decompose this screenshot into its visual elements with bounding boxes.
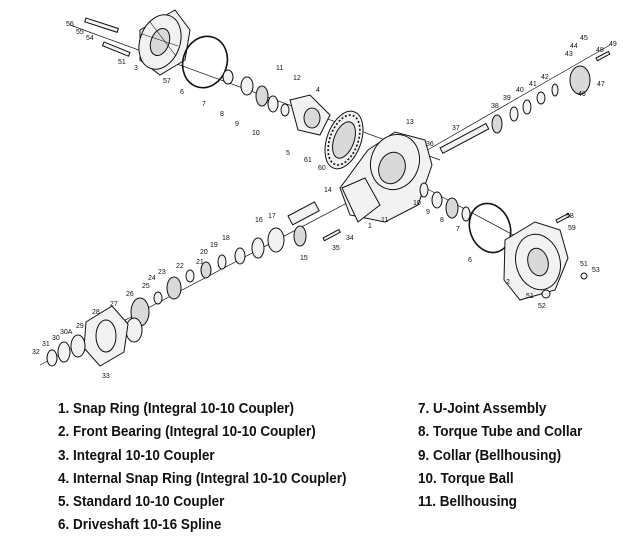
callout-18: 18 <box>222 235 230 242</box>
callout-20: 20 <box>200 249 208 256</box>
legend-item-3: 3. Integral 10-10 Coupler <box>58 447 215 464</box>
callout-11: 11 <box>381 217 388 224</box>
callout-46: 46 <box>578 91 586 98</box>
legend-item-6: 6. Driveshaft 10-16 Spline <box>58 517 222 534</box>
callout-10-right: 10 <box>413 200 421 207</box>
callout-51-lower: 51 <box>526 293 534 300</box>
callout-34: 34 <box>346 235 354 242</box>
callout-27: 27 <box>110 301 118 308</box>
callout-11-top: 11 <box>276 65 283 72</box>
callout-52: 52 <box>538 303 546 310</box>
callout-25: 25 <box>142 283 150 290</box>
callout-5: 5 <box>286 150 290 157</box>
ring-gear <box>324 110 364 170</box>
callout-35: 35 <box>332 245 340 252</box>
legend-column-left: 1. Snap Ring (Integral 10-10 Coupler) 2.… <box>58 398 368 538</box>
right-lower-components <box>419 182 512 254</box>
gear-pack <box>46 297 150 367</box>
callout-39: 39 <box>503 95 511 102</box>
callout-37: 37 <box>452 125 460 132</box>
callout-15: 15 <box>300 255 308 262</box>
callout-7: 7 <box>202 101 206 108</box>
callout-56: 56 <box>66 21 74 28</box>
legend-item-5: 5. Standard 10-10 Coupler <box>58 494 225 511</box>
callout-53: 53 <box>592 267 600 274</box>
callout-42: 42 <box>541 74 549 81</box>
callout-51: 51 <box>118 59 126 66</box>
callout-21: 21 <box>196 259 204 266</box>
right-upper-shaft <box>439 50 611 154</box>
top-left-end-housing <box>84 9 191 76</box>
callout-51-right: 51 <box>580 261 588 268</box>
callout-12: 12 <box>293 75 301 82</box>
legend-item-2: 2. Front Bearing (Integral 10-10 Coupler… <box>58 424 316 441</box>
callout-49: 49 <box>609 41 617 48</box>
legend-item-4: 4. Internal Snap Ring (Integral 10-10 Co… <box>58 470 347 487</box>
lower-right-end-housing <box>503 212 588 301</box>
callout-26: 26 <box>126 291 134 298</box>
callout-7-right: 7 <box>456 226 460 233</box>
legend-item-1: 1. Snap Ring (Integral 10-10 Coupler) <box>58 401 295 417</box>
callout-4: 4 <box>316 87 320 94</box>
upper-shaft-components <box>222 69 331 136</box>
callout-43: 43 <box>565 51 573 58</box>
callout-16: 16 <box>255 217 263 224</box>
callout-57: 57 <box>163 78 171 85</box>
part-callouts: 56 55 54 54 51 3 57 6 7 8 9 10 11 12 4 1… <box>32 21 617 380</box>
callout-58: 58 <box>566 213 574 220</box>
callout-60: 60 <box>318 165 326 172</box>
callout-6: 6 <box>180 89 184 96</box>
callout-2: 2 <box>506 279 510 286</box>
callout-30a: 30A <box>60 329 73 336</box>
callout-30: 30 <box>52 335 60 342</box>
callout-38: 38 <box>491 103 499 110</box>
callout-24: 24 <box>148 275 156 282</box>
legend-item-11: 11. Bellhousing <box>418 494 517 511</box>
callout-47: 47 <box>597 81 605 88</box>
legend-item-10: 10. Torque Ball <box>418 470 514 487</box>
callout-9-right: 9 <box>426 209 430 216</box>
callout-23: 23 <box>158 269 166 276</box>
callout-8: 8 <box>220 111 224 118</box>
legend-column-right: 7. U-Joint Assembly 8. Torque Tube and C… <box>418 398 595 514</box>
callout-31: 31 <box>42 341 50 348</box>
callout-54: 54 <box>86 35 94 42</box>
callout-22: 22 <box>176 263 184 270</box>
callout-32: 32 <box>32 349 40 356</box>
pinion-shaft-components <box>153 201 341 305</box>
callout-9: 9 <box>235 121 239 128</box>
callout-36: 36 <box>426 141 434 148</box>
callout-6-right: 6 <box>468 257 472 264</box>
callout-1: 1 <box>368 223 372 230</box>
center-case-housing <box>339 131 433 223</box>
callout-61: 61 <box>304 157 312 164</box>
legend-item-7: 7. U-Joint Assembly <box>418 401 547 417</box>
callout-41: 41 <box>529 81 537 88</box>
callout-55: 55 <box>76 29 84 36</box>
callout-59: 59 <box>568 225 576 232</box>
assembly-axis-lines <box>39 24 611 366</box>
callout-13: 13 <box>406 119 414 126</box>
exploded-parts-diagram: 56 55 54 54 51 3 57 6 7 8 9 10 11 12 4 1… <box>32 9 617 380</box>
callout-45: 45 <box>580 35 588 42</box>
callout-10: 10 <box>252 130 260 137</box>
callout-3: 3 <box>134 65 138 72</box>
callout-44: 44 <box>570 43 578 50</box>
gasket-ring-upper <box>181 35 229 89</box>
callout-17: 17 <box>268 213 276 220</box>
callout-29: 29 <box>76 323 84 330</box>
callout-8-right: 8 <box>440 217 444 224</box>
callout-19: 19 <box>210 242 218 249</box>
callout-40: 40 <box>516 87 524 94</box>
parts-legend: 1. Snap Ring (Integral 10-10 Coupler) 2.… <box>0 392 640 549</box>
callout-14: 14 <box>324 187 332 194</box>
legend-item-9: 9. Collar (Bellhousing) <box>418 447 562 464</box>
callout-33: 33 <box>102 373 110 380</box>
legend-item-8: 8. Torque Tube and Collar <box>418 424 583 441</box>
callout-48: 48 <box>596 47 604 54</box>
callout-28: 28 <box>92 309 100 316</box>
